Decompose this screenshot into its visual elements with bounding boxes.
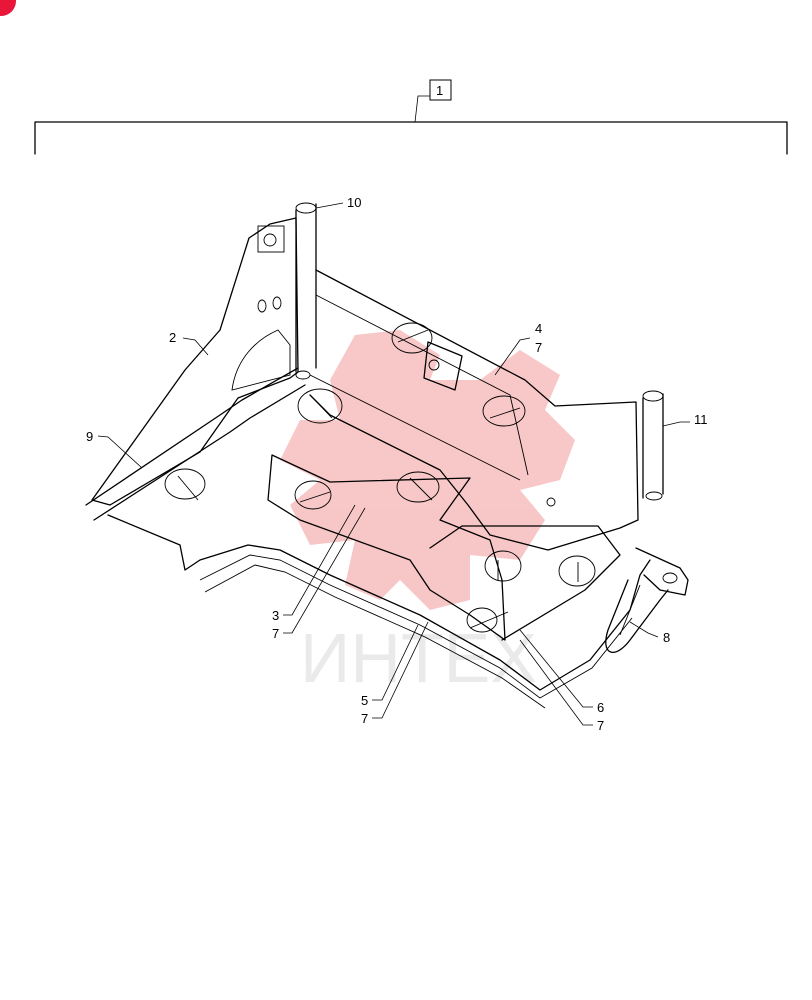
side-tube	[642, 393, 664, 499]
frame-assembly	[85, 202, 689, 709]
callout-4: 4	[535, 321, 542, 336]
vertical-tube	[295, 203, 317, 373]
callout-11: 11	[694, 412, 708, 427]
mounting-holes	[164, 322, 596, 633]
assembly-bracket: 1	[34, 79, 788, 155]
end-bracket	[635, 547, 689, 596]
small-bracket	[423, 341, 463, 391]
callout-5: 5	[361, 693, 368, 708]
callout-8: 8	[663, 630, 670, 645]
top-plate	[309, 269, 639, 551]
watermark-logo	[280, 330, 575, 610]
bottom-rim	[107, 514, 651, 691]
callout-10: 10	[347, 195, 361, 210]
callout-3: 3	[272, 608, 279, 623]
callout-7-left: 7	[272, 626, 279, 641]
right-gusset	[429, 525, 621, 641]
callout-7-bottom: 7	[361, 711, 368, 726]
watermark-text: ИНТЕХ	[300, 619, 537, 697]
callout-1: 1	[436, 83, 443, 98]
inner-gusset	[267, 454, 506, 641]
callout-9: 9	[86, 429, 93, 444]
callout-2: 2	[169, 330, 176, 345]
callout-6: 6	[597, 700, 604, 715]
callout-7-right: 7	[597, 718, 604, 733]
curved-tube	[605, 579, 669, 653]
side-plate	[91, 217, 299, 506]
leader-lines	[97, 202, 690, 726]
callout-7-upper: 7	[535, 340, 542, 355]
diagonal-tube	[85, 367, 306, 521]
